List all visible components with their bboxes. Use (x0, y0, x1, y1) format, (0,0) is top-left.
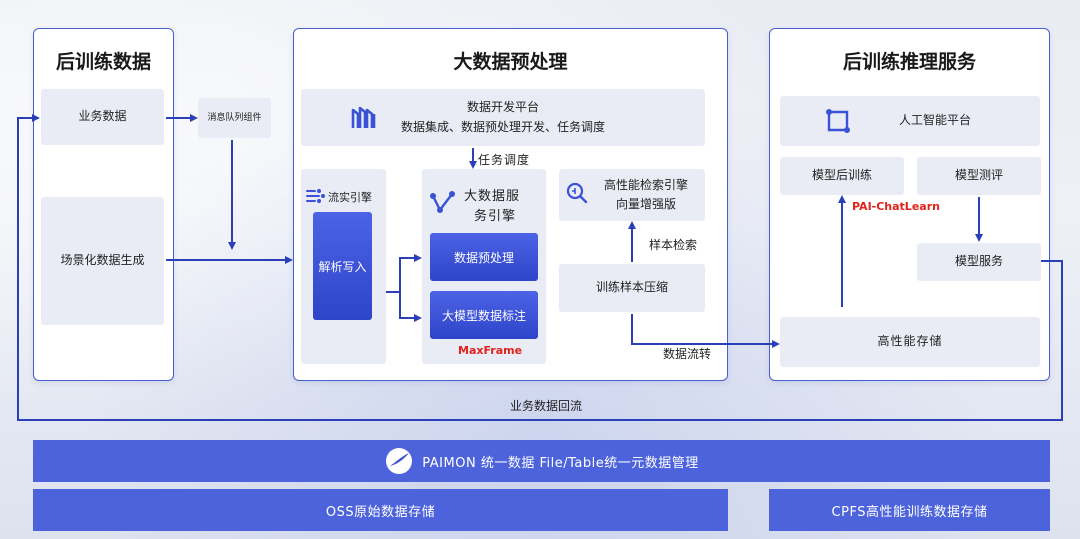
dev-platform-box[interactable]: 数据开发平台 数据集成、数据预处理开发、任务调度 (301, 89, 705, 146)
model-service-box[interactable]: 模型服务 (917, 243, 1041, 281)
bigdata-engine-title-1: 大数据服 (464, 189, 521, 204)
search-engine-title: 高性能检索引擎 (603, 177, 688, 192)
chatlearn-label: PAI-ChatLearn (852, 200, 940, 213)
arrow-data-flow (631, 314, 780, 348)
task-schedule-label: 任务调度 (478, 153, 531, 167)
right-panel-title: 后训练推理服务 (842, 51, 976, 73)
scenario-data-box[interactable]: 场景化数据生成 (41, 197, 164, 325)
feedback-loop-line (17, 114, 1063, 421)
bigdata-engine-title-2: 务引擎 (474, 209, 517, 224)
post-training-box[interactable]: 模型后训练 (780, 157, 904, 195)
search-engine-box[interactable]: 高性能检索引擎 向量增强版 (559, 169, 705, 221)
dev-platform-title: 数据开发平台 (466, 100, 539, 115)
left-panel-title: 后训练数据 (55, 51, 151, 73)
evaluation-box[interactable]: 模型测评 (917, 157, 1041, 195)
arrow-parse-to-annotation (399, 292, 422, 322)
arrow-parse-branch (386, 254, 422, 293)
business-data-box[interactable]: 业务数据 (41, 89, 164, 145)
dataworks-icon (351, 106, 376, 128)
search-engine-subtitle: 向量增强版 (615, 197, 676, 211)
ai-platform-icon (826, 109, 850, 133)
preprocess-box[interactable]: 数据预处理 (430, 233, 538, 281)
search-engine-icon (566, 182, 588, 204)
stream-engine-icon (306, 189, 325, 203)
middle-panel-title: 大数据预处理 (453, 51, 568, 73)
sample-retrieval-label: 样本检索 (649, 238, 698, 252)
loop-label: 业务数据回流 (510, 399, 583, 413)
compression-box[interactable]: 训练样本压缩 (559, 264, 705, 312)
paimon-band-text: PAIMON 统一数据 File/Table统一元数据管理 (422, 455, 699, 471)
data-flow-label: 数据流转 (663, 347, 712, 361)
paimon-band[interactable]: PAIMON 统一数据 File/Table统一元数据管理 (33, 440, 1050, 482)
oss-band[interactable]: OSS原始数据存储 (33, 489, 728, 531)
annotation-box[interactable]: 大模型数据标注 (430, 291, 538, 339)
dev-platform-desc: 数据集成、数据预处理开发、任务调度 (400, 119, 605, 134)
parse-write-box[interactable]: 解析写入 (313, 212, 372, 320)
bigdata-engine-icon (430, 191, 455, 213)
storage-box[interactable]: 高性能存储 (780, 317, 1040, 367)
stream-engine-label: 流实引擎 (328, 191, 372, 204)
ai-platform-box[interactable]: 人工智能平台 (780, 96, 1040, 146)
maxframe-label: MaxFrame (458, 344, 523, 357)
mq-component-box[interactable]: 消息队列组件 (198, 98, 271, 138)
paimon-logo-icon (386, 448, 413, 474)
cpfs-band[interactable]: CPFS高性能训练数据存储 (769, 489, 1050, 531)
